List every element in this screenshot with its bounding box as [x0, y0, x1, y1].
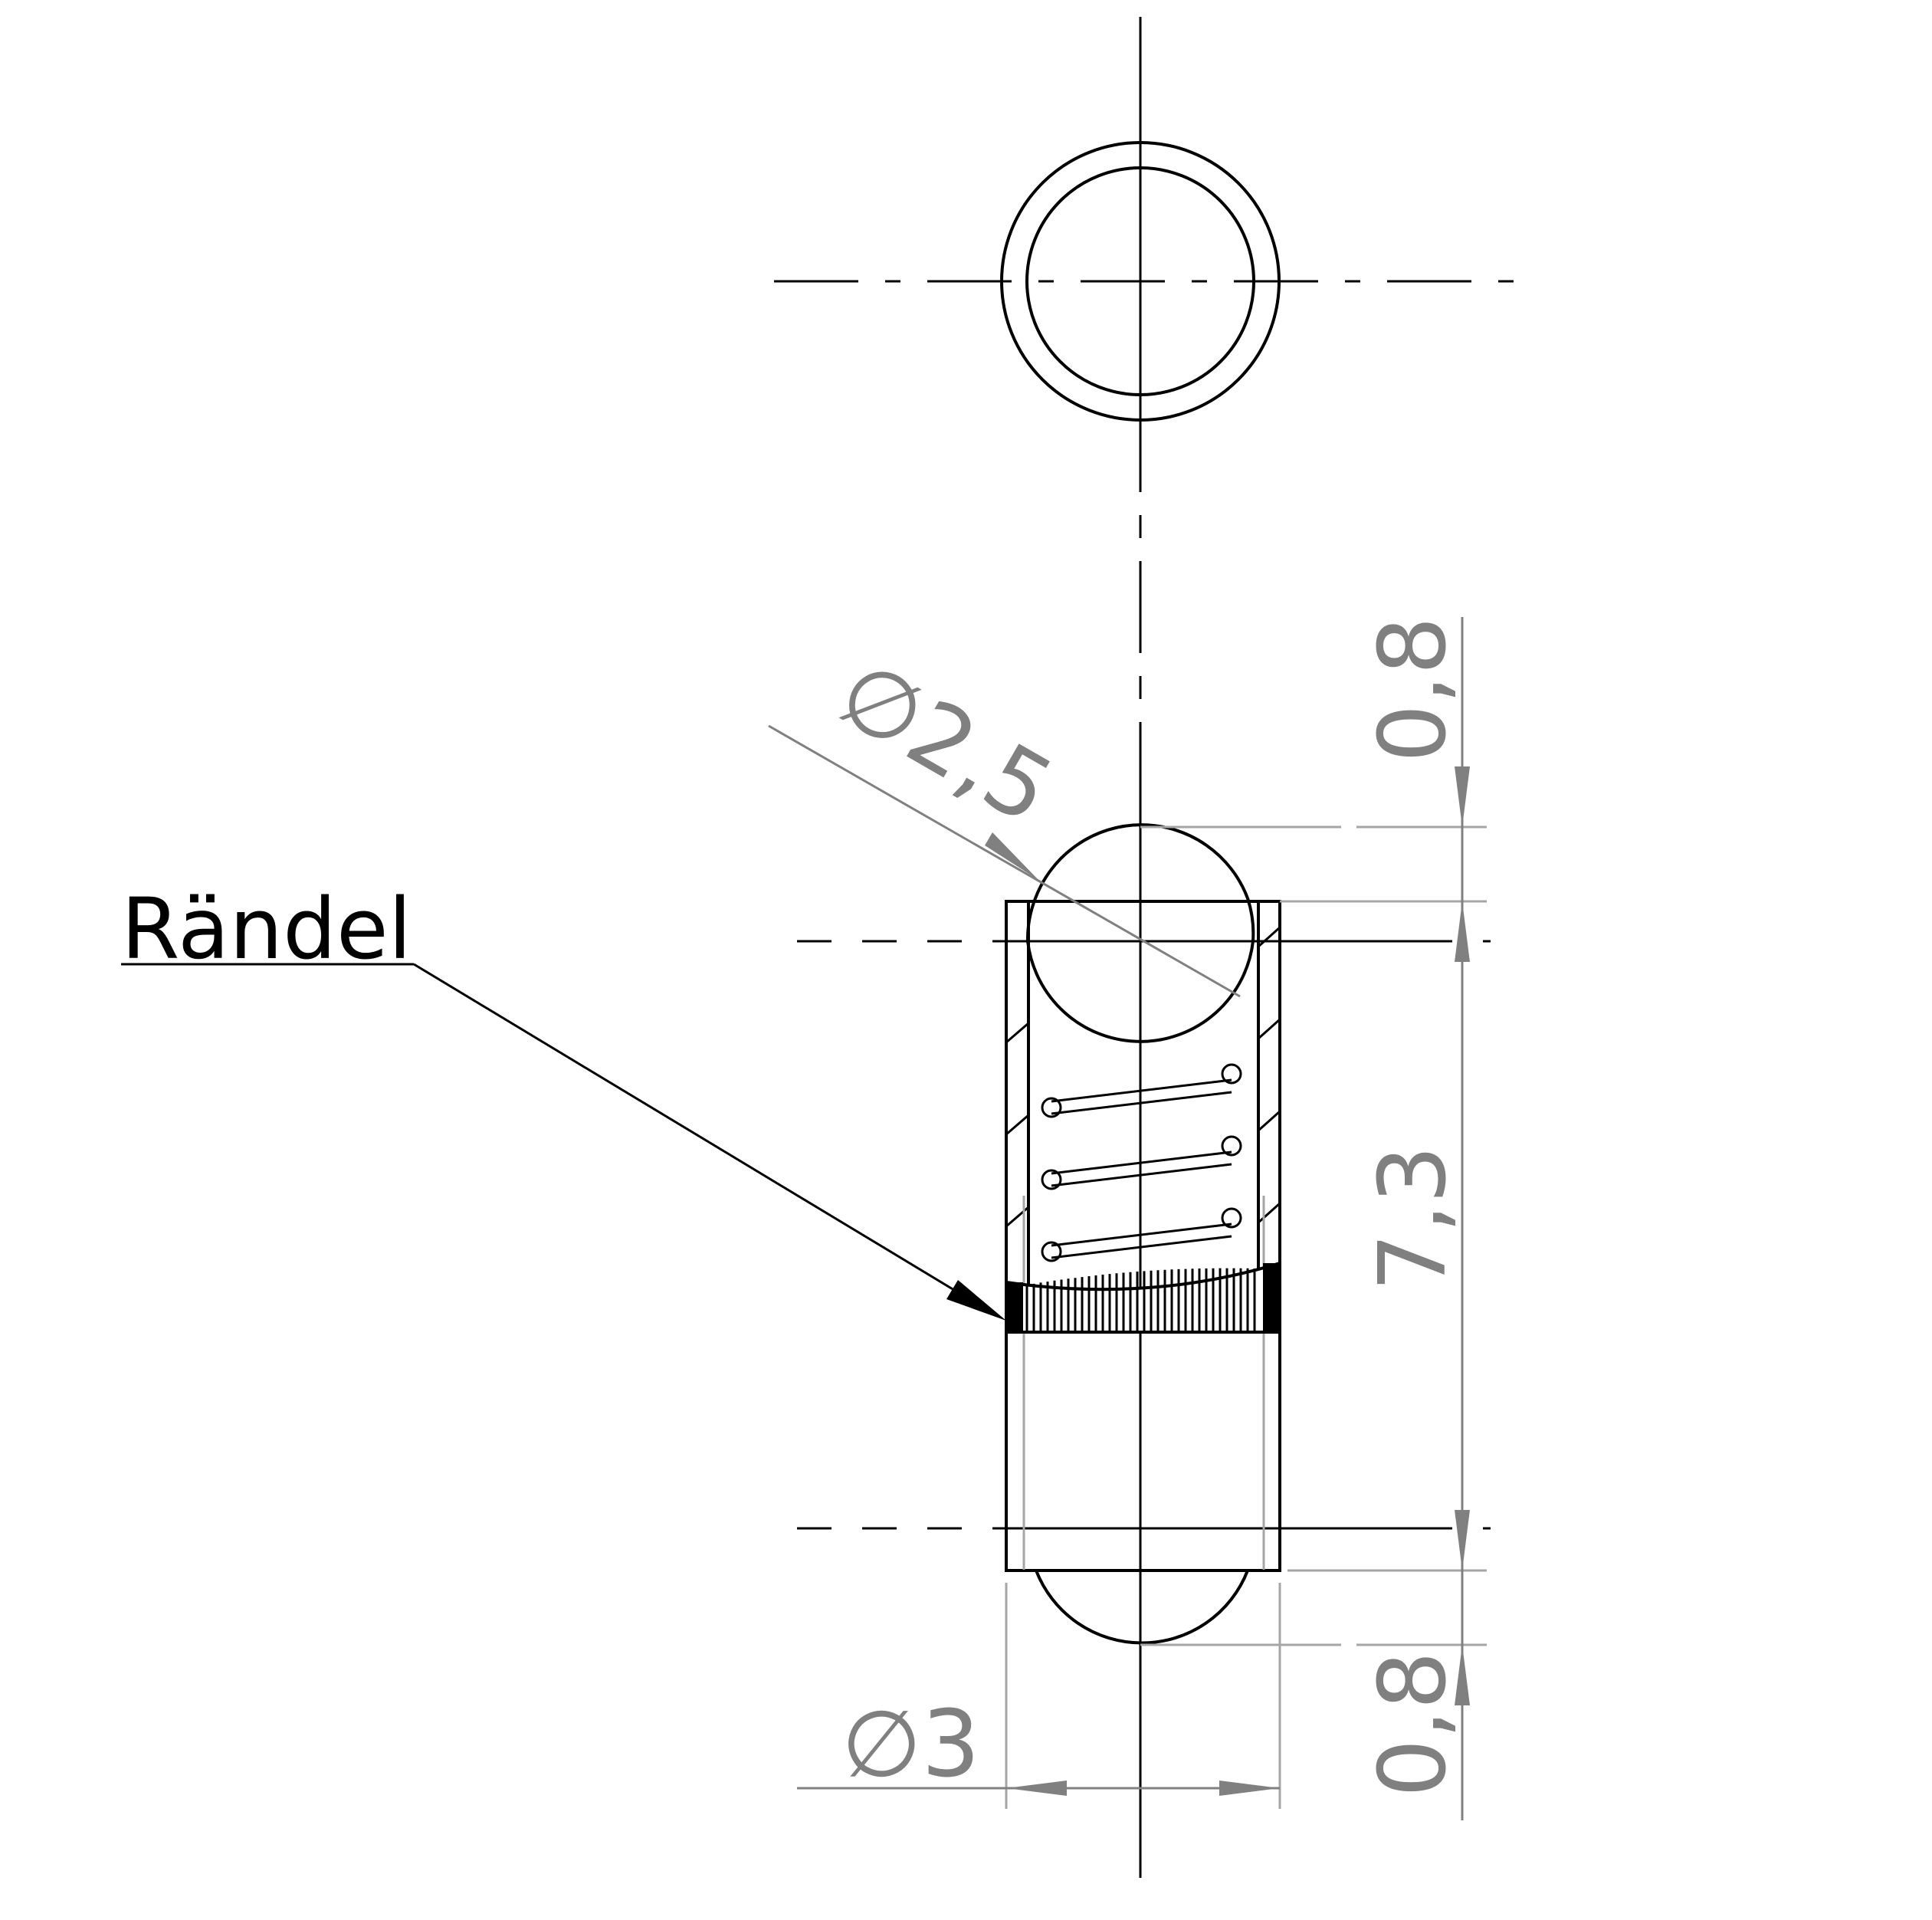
diameter-2-5-leader: [768, 724, 1241, 998]
knurl-label: Rändel: [121, 880, 412, 978]
diameter-2-5-arrow: [985, 832, 1038, 880]
knurl-callout: Rändel: [121, 880, 1006, 1321]
inner-projection-lines: [1022, 1196, 1265, 1570]
wall-hatching: [1005, 926, 1281, 1228]
body-diameter-label: ∅3: [841, 1692, 980, 1798]
bottom-ball: [1035, 1570, 1249, 1645]
vertical-dimension-arrows: [1455, 766, 1470, 1705]
knurl-band: [1005, 1261, 1281, 1334]
bottom-protrusion-label: 0,8: [1360, 1651, 1467, 1797]
body-length-label: 7,3: [1360, 1145, 1467, 1291]
extension-lines: [1005, 825, 1487, 1809]
diameter-3-arrows: [1006, 1781, 1280, 1796]
spring: [1041, 1063, 1242, 1262]
knurl-leader-arrow: [946, 1280, 1006, 1321]
side-view: [797, 823, 1491, 1645]
knurl-lines: [1025, 1268, 1256, 1332]
top-ball: [1026, 823, 1255, 1043]
dimensions: ∅2,5 ∅3 0,8 7,3 0,8: [768, 616, 1487, 1820]
sleeve-outer-outline: [1005, 900, 1281, 1572]
sleeve: [1005, 900, 1281, 1572]
knurl-leader-line: [413, 963, 996, 1316]
top-protrusion-label: 0,8: [1360, 616, 1467, 763]
ball-diameter-label: ∅2,5: [821, 640, 1070, 845]
